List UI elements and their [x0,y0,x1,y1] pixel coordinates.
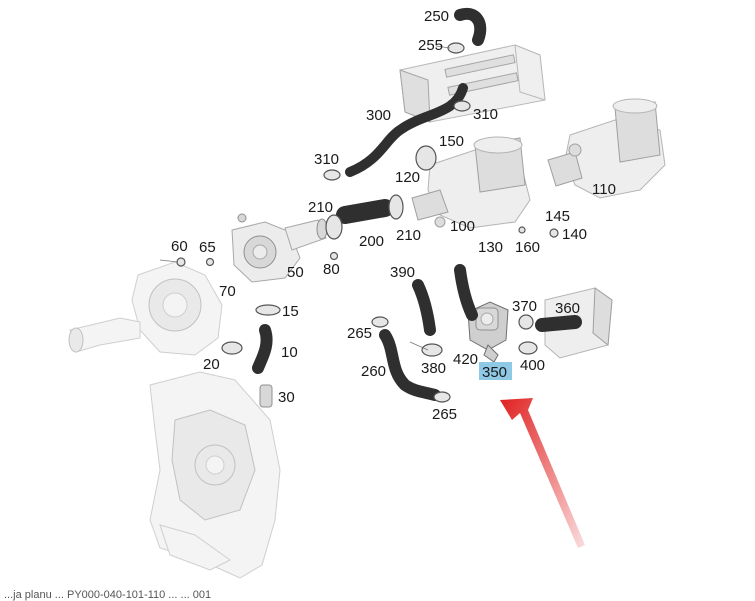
hose-260 [379,329,441,401]
callout-360: 360 [555,300,580,317]
hose-10 [252,324,273,374]
callout-50: 50 [287,264,304,281]
hose-390 [412,279,436,336]
callout-370: 370 [512,298,537,315]
coolant-valve-350 [467,301,509,363]
egr-cooler [399,44,546,123]
callout-130: 130 [478,239,503,256]
clamps [176,42,559,403]
thermostat-housing [411,136,531,229]
callout-380: 380 [421,360,446,377]
pipe-30 [259,384,273,408]
callout-260: 260 [361,363,386,380]
callout-265-upper: 265 [347,325,372,342]
callout-120: 120 [395,169,420,186]
highlight-box-350 [479,362,512,380]
callout-70: 70 [219,283,236,300]
water-pump-housing [68,261,223,356]
callout-160: 160 [515,239,540,256]
hose-410 [454,264,478,321]
callout-15: 15 [282,303,299,320]
callout-265-lower: 265 [432,406,457,423]
callout-400: 400 [520,357,545,374]
callout-210-left: 210 [308,199,333,216]
callout-80: 80 [323,261,340,278]
callout-60: 60 [171,238,188,255]
callout-250: 250 [424,8,449,25]
thermostat-cover-50 [231,213,328,283]
callout-255: 255 [418,37,443,54]
callout-200: 200 [359,233,384,250]
hose-200 [336,199,394,224]
callout-350: 350 [482,364,507,381]
engine-front-cover [149,371,281,579]
footer-caption: ...ja planu ... PY000-040-101-110 ... ..… [4,589,212,601]
callout-145: 145 [545,208,570,225]
housing-bracket [547,98,666,199]
callout-110: 110 [592,181,616,198]
leader-lines [159,45,451,351]
callout-100: 100 [450,218,475,235]
highlight-arrow [500,398,585,548]
callout-310-left: 310 [314,151,339,168]
callout-20: 20 [203,356,220,373]
callout-210-right: 210 [396,227,421,244]
callout-65: 65 [199,239,216,256]
callout-310-top: 310 [473,106,498,123]
hose-360 [535,315,582,332]
callout-420: 420 [453,351,478,368]
callout-30: 30 [278,389,295,406]
hose-250 [454,7,487,46]
hose-300 [345,83,468,177]
callout-150: 150 [439,133,464,150]
callout-300: 300 [366,107,391,124]
callout-140: 140 [562,226,587,243]
callout-labels: 250 255 300 310 310 150 120 110 210 210 … [171,8,616,423]
hoses [252,7,582,408]
callout-10: 10 [281,344,298,361]
callout-390: 390 [390,264,415,281]
